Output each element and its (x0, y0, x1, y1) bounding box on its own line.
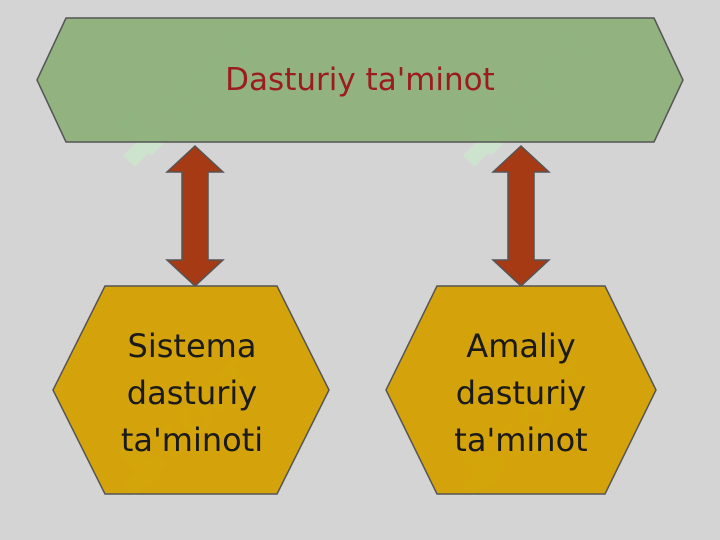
top-box-label: Dasturiy ta'minot (225, 62, 495, 98)
left-double-arrow (165, 144, 225, 288)
top-hexagon-box (36, 17, 684, 143)
right-hexagon-box (385, 285, 657, 495)
left-hexagon-box (52, 285, 330, 495)
right-box-label: Amaliy dasturiy ta'minot (454, 326, 588, 459)
left-box-label: Sistema dasturiy ta'minoti (120, 326, 264, 459)
right-double-arrow (491, 144, 551, 288)
